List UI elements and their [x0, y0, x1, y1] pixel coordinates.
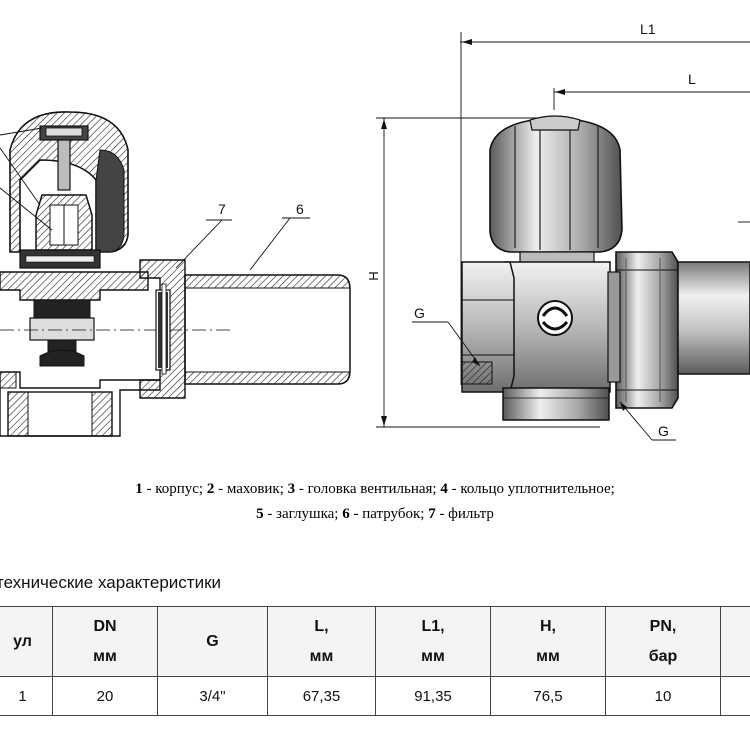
header-line: DN	[93, 617, 117, 635]
legend-line-2: 5 - заглушка; 6 - патрубок; 7 - фильтр	[0, 507, 750, 522]
legend-num: 6	[342, 506, 350, 522]
header-line: PN,	[649, 617, 677, 635]
spec-header-cell: L1, мм	[375, 606, 491, 677]
callout-6-label: 6	[296, 201, 304, 217]
spec-header-cell: PN, бар	[605, 606, 721, 677]
legend-num: 7	[428, 506, 436, 522]
exterior-view: L1 L H	[366, 21, 750, 441]
legend-text: - патрубок;	[349, 506, 429, 522]
dimension-L-label: L	[688, 71, 696, 87]
section-view: 7 6	[0, 111, 351, 437]
legend-line-1: 1 - корпус; 2 - маховик; 3 - головка вен…	[0, 482, 750, 497]
legend-text: - кольцо уплотнительное;	[447, 481, 615, 497]
header-line: мм	[536, 647, 560, 665]
spec-cell: 10	[605, 676, 721, 716]
header-line: L,	[314, 617, 329, 635]
tailpiece-pipe	[677, 261, 750, 375]
thread-G-inlet-label: G	[414, 305, 425, 321]
legend-num: 5	[256, 506, 264, 522]
spec-header-cell: DN мм	[52, 606, 158, 677]
callout-7-label: 7	[218, 201, 226, 217]
spec-header-cell: G	[157, 606, 268, 677]
header-line: L1,	[421, 617, 445, 635]
spec-cell: 76,5	[490, 676, 606, 716]
legend-num: 2	[206, 481, 215, 497]
handwheel	[489, 117, 623, 253]
thread-G-outlet-label: G	[658, 423, 669, 439]
spec-table-title: технические характеристики	[0, 573, 222, 592]
legend-num: 3	[287, 481, 296, 497]
legend-text: - головка вентильная;	[295, 481, 441, 497]
header-line: мм	[421, 647, 445, 665]
spec-data-row: 1 20 3/4" 67,35 91,35 76,5 10	[0, 676, 750, 716]
header-line: G	[206, 632, 219, 650]
legend-text: - корпус;	[142, 481, 207, 497]
legend-text: - фильтр	[435, 506, 494, 522]
spec-header-cell: ул	[0, 606, 53, 677]
legend-num: 1	[135, 481, 143, 497]
spec-cell: 91,35	[375, 676, 491, 716]
spec-cell: 3/4"	[157, 676, 268, 716]
technical-drawing: 7 6 L1 L H	[0, 21, 750, 441]
header-line: бар	[648, 647, 678, 665]
spec-cell: 67,35	[267, 676, 376, 716]
spec-cell: 1	[0, 676, 53, 716]
spec-header-cell: L, мм	[267, 606, 376, 677]
spec-cell	[720, 676, 750, 716]
spec-header-cell	[720, 606, 750, 677]
header-line: ул	[13, 632, 32, 650]
dimension-H-label: H	[366, 271, 381, 280]
legend-text: - заглушка;	[263, 506, 343, 522]
header-line: мм	[309, 647, 334, 665]
spec-cell: 20	[52, 676, 158, 716]
header-line: мм	[93, 647, 117, 665]
spec-header-cell: H, мм	[490, 606, 606, 677]
spec-header-row: ул DN мм G L, мм L1, мм H, мм PN, бар	[0, 606, 750, 677]
dimension-L1-label: L1	[640, 21, 656, 37]
valve-drawing-svg: 7 6 L1 L H	[0, 21, 750, 441]
legend-num: 4	[440, 481, 448, 497]
spec-table: ул DN мм G L, мм L1, мм H, мм PN, бар 1 20 3/…	[0, 606, 750, 716]
header-line: H,	[540, 617, 556, 635]
legend-text: - маховик;	[214, 481, 288, 497]
